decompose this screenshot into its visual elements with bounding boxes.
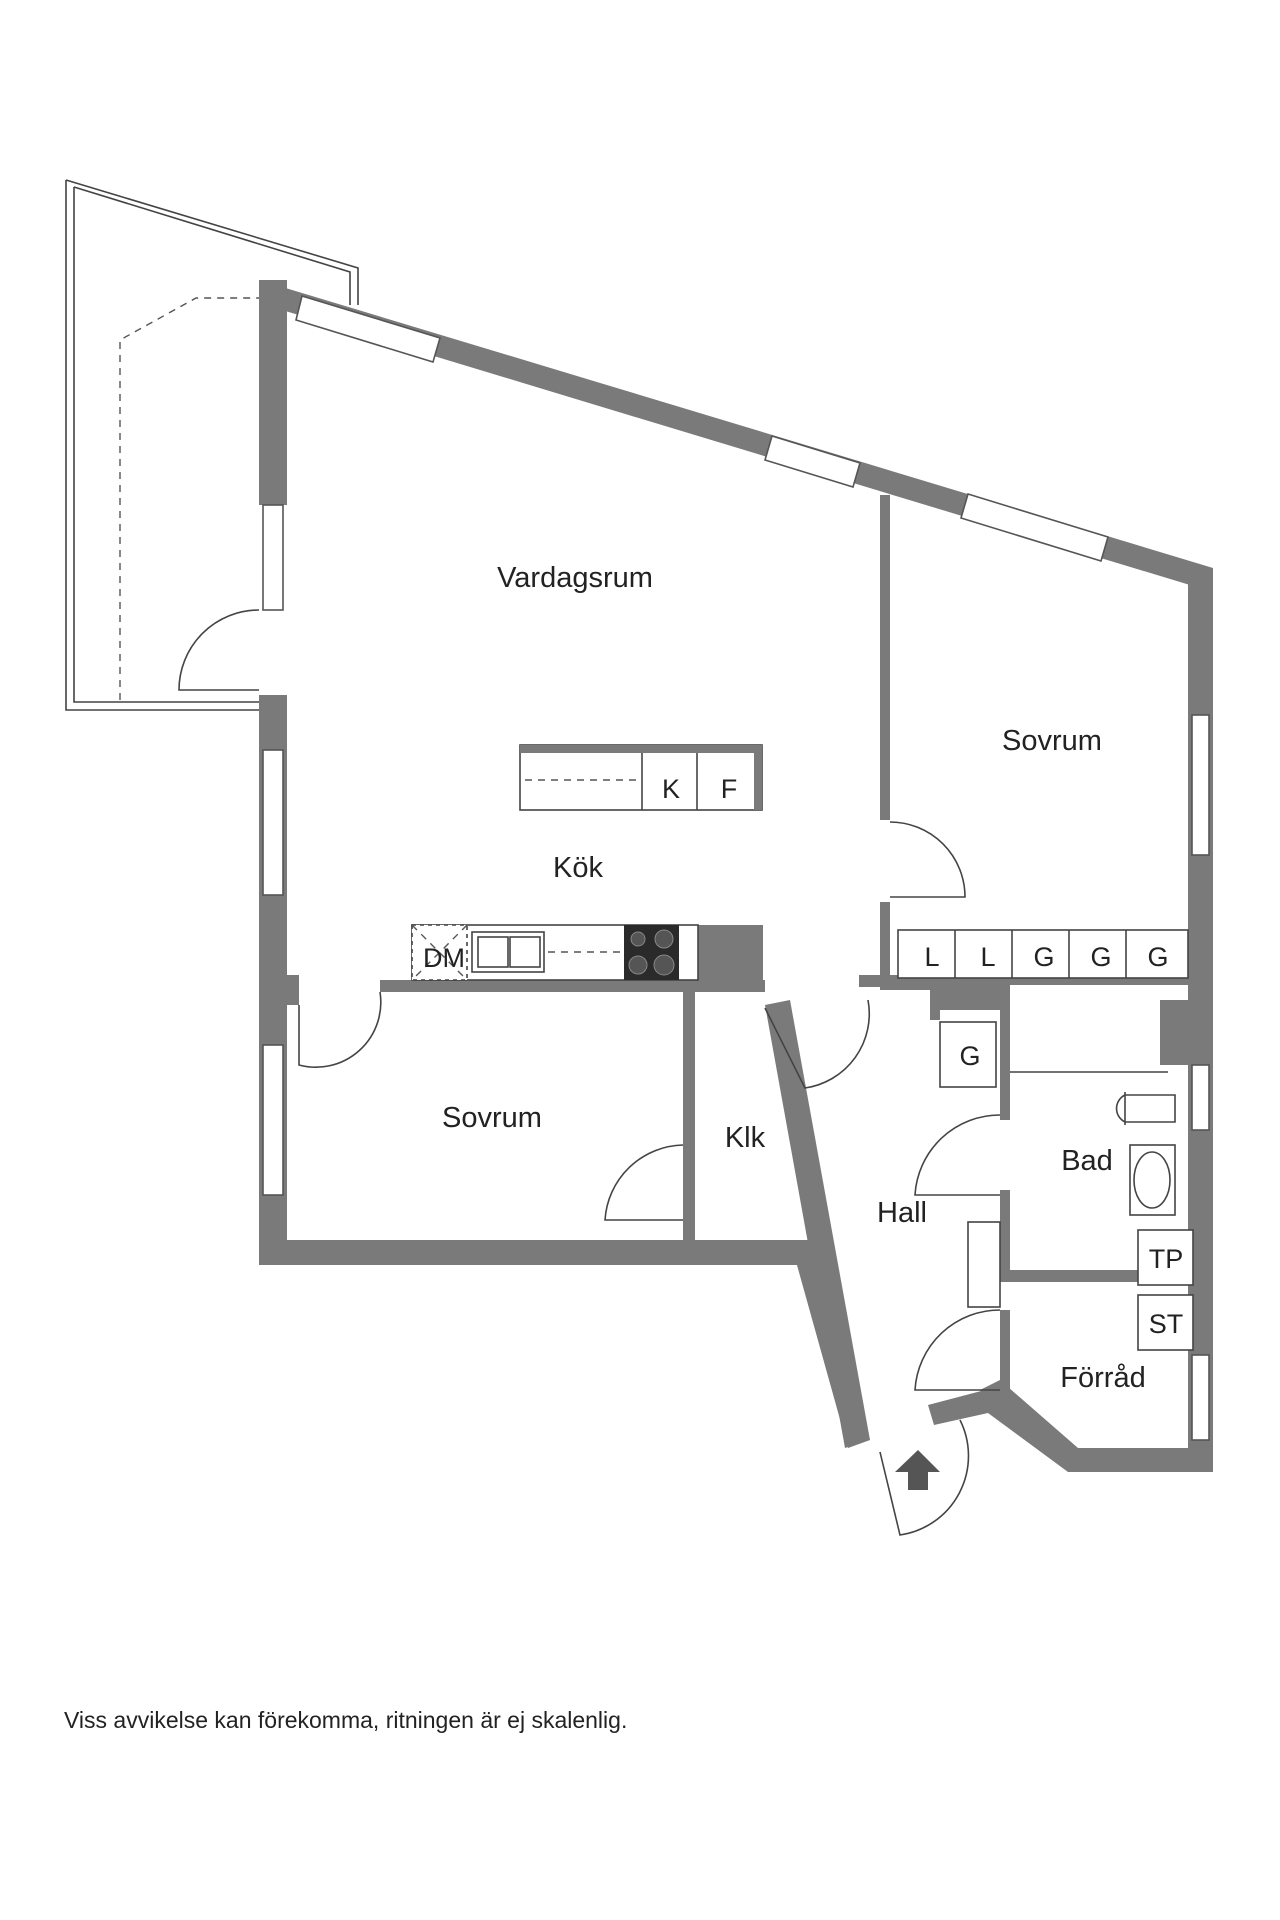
room-label-kok: Kök <box>553 852 603 884</box>
washbasin-icon <box>1129 1144 1176 1216</box>
sink-icon <box>471 931 545 973</box>
kitchen-island <box>519 744 763 811</box>
fixture-label-hall-g: G <box>959 1041 980 1071</box>
fixture-label-wardrobe: L <box>980 942 995 972</box>
windows <box>262 294 1210 1441</box>
fixture-label-f: F <box>721 774 738 804</box>
wardrobe-row <box>897 929 1189 979</box>
room-label-hall: Hall <box>877 1197 927 1229</box>
room-label-bad: Bad <box>1061 1145 1113 1177</box>
disclaimer-text: Viss avvikelse kan förekomma, ritningen … <box>64 1707 628 1733</box>
fixture-label-wardrobe: G <box>1033 942 1054 972</box>
doors <box>178 609 1001 1536</box>
room-label-sovrum-right: Sovrum <box>1002 725 1102 757</box>
fixture-label-wardrobe: L <box>924 942 939 972</box>
fixture-label-k: K <box>662 774 680 804</box>
fixture-label-st: ST <box>1149 1309 1184 1339</box>
fixture-label-wardrobe: G <box>1090 942 1111 972</box>
toilet-icon <box>1115 1092 1176 1125</box>
room-label-forrad: Förråd <box>1060 1362 1145 1394</box>
walls <box>259 280 1213 1472</box>
fixture-label-dm: DM <box>423 943 465 973</box>
kitchen-counter <box>411 924 699 981</box>
entrance-arrow-icon <box>895 1450 940 1490</box>
fixture-label-tp: TP <box>1149 1244 1184 1274</box>
room-label-vardagsrum: Vardagsrum <box>497 562 653 594</box>
balcony <box>65 179 359 711</box>
room-label-sovrum-left: Sovrum <box>442 1102 542 1134</box>
fixture-label-wardrobe: G <box>1147 942 1168 972</box>
room-label-klk: Klk <box>725 1122 766 1154</box>
bathroom-fixtures <box>939 1021 1194 1351</box>
